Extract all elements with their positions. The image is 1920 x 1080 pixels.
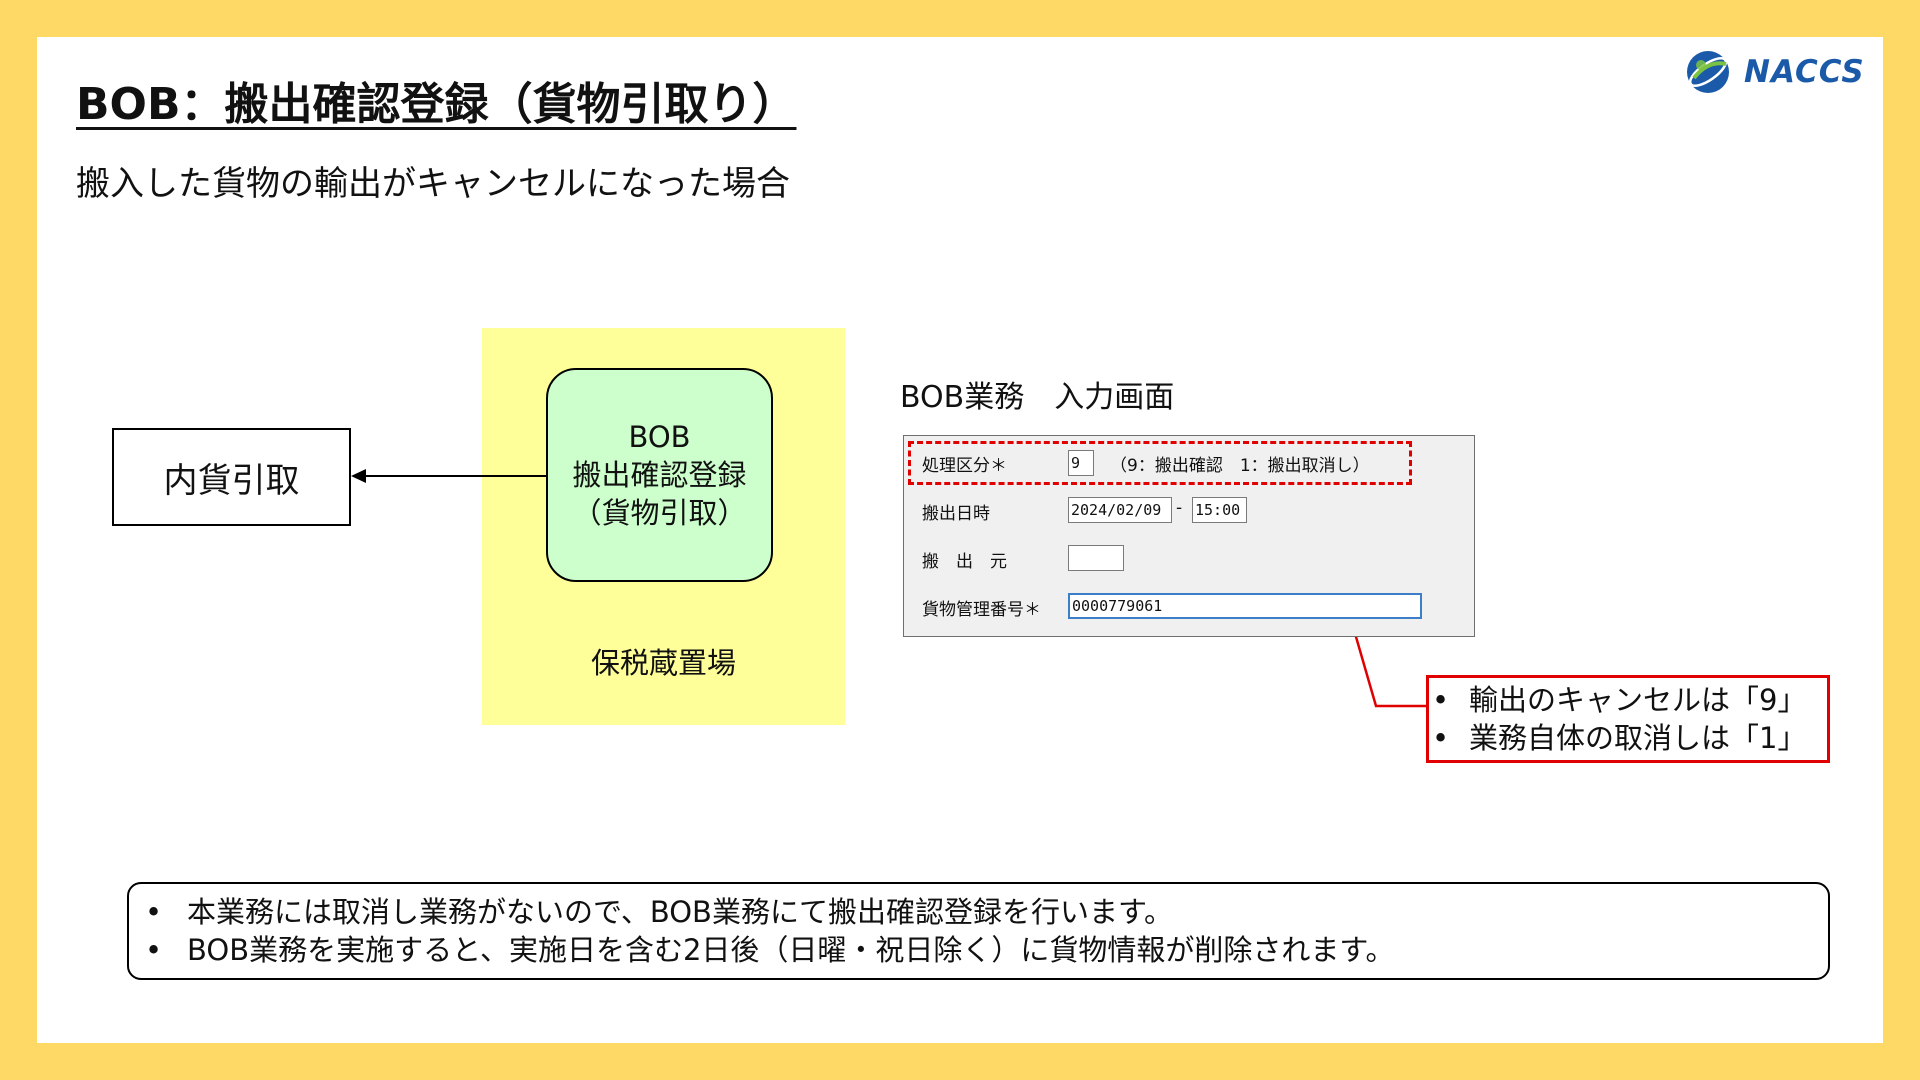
- bullet-icon: •: [1432, 721, 1450, 755]
- bob-box-line: （貨物引取）: [572, 496, 747, 530]
- arrow-head-icon: [351, 469, 366, 483]
- cargo-number-label: 貨物管理番号＊: [922, 600, 1041, 620]
- page-subtitle: 搬入した貨物の輸出がキャンセルになった場合: [76, 164, 790, 204]
- processing-type-highlight: [908, 441, 1412, 485]
- release-time-input[interactable]: 15:00: [1192, 497, 1247, 523]
- callout-text: 輸出のキャンセルは「9」: [1469, 683, 1807, 717]
- logo-text: NACCS: [1744, 54, 1865, 90]
- bob-box-line: BOB: [628, 420, 691, 454]
- processing-type-label: 処理区分＊: [922, 456, 1007, 476]
- naccs-logo: NACCS: [1684, 48, 1874, 96]
- notes-box: • 本業務には取消し業務がないので、BOB業務にて搬出確認登録を行います。 • …: [127, 882, 1830, 980]
- bullet-icon: •: [1432, 683, 1450, 717]
- note-text: BOB業務を実施すると、実施日を含む2日後（日曜・祝日除く）に貨物情報が削除され…: [187, 933, 1395, 967]
- callout-box: • 輸出のキャンセルは「9」 • 業務自体の取消しは「1」: [1426, 675, 1830, 763]
- callout-item: • 輸出のキャンセルは「9」: [1429, 681, 1827, 719]
- processing-type-hint: （9：搬出確認 1：搬出取消し）: [1110, 456, 1370, 476]
- release-date-input[interactable]: 2024/02/09: [1068, 497, 1172, 523]
- cargo-number-input[interactable]: 0000779061: [1068, 593, 1422, 619]
- bob-process-box: BOB 搬出確認登録 （貨物引取）: [546, 368, 773, 582]
- release-origin-input[interactable]: [1068, 545, 1124, 571]
- note-item: • 本業務には取消し業務がないので、BOB業務にて搬出確認登録を行います。: [139, 893, 1828, 931]
- bob-box-line: 搬出確認登録: [572, 458, 747, 492]
- callout-text: 業務自体の取消しは「1」: [1469, 721, 1807, 755]
- processing-type-input[interactable]: 9: [1068, 450, 1094, 476]
- release-datetime-label: 搬出日時: [922, 504, 990, 524]
- release-origin-label: 搬 出 元: [922, 552, 1007, 572]
- note-item: • BOB業務を実施すると、実施日を含む2日後（日曜・祝日除く）に貨物情報が削除…: [139, 931, 1828, 969]
- input-screen-title: BOB業務 入力画面: [900, 380, 1175, 415]
- page-title: BOB：搬出確認登録（貨物引取り）: [76, 79, 797, 130]
- note-text: 本業務には取消し業務がないので、BOB業務にて搬出確認登録を行います。: [187, 895, 1174, 929]
- datetime-separator: -: [1176, 498, 1183, 518]
- globe-icon: [1687, 51, 1729, 93]
- bullet-icon: •: [145, 933, 163, 967]
- domestic-release-box: 内貨引取: [112, 428, 351, 526]
- callout-item: • 業務自体の取消しは「1」: [1429, 719, 1827, 757]
- bonded-area-label: 保税蔵置場: [590, 646, 736, 680]
- bullet-icon: •: [145, 895, 163, 929]
